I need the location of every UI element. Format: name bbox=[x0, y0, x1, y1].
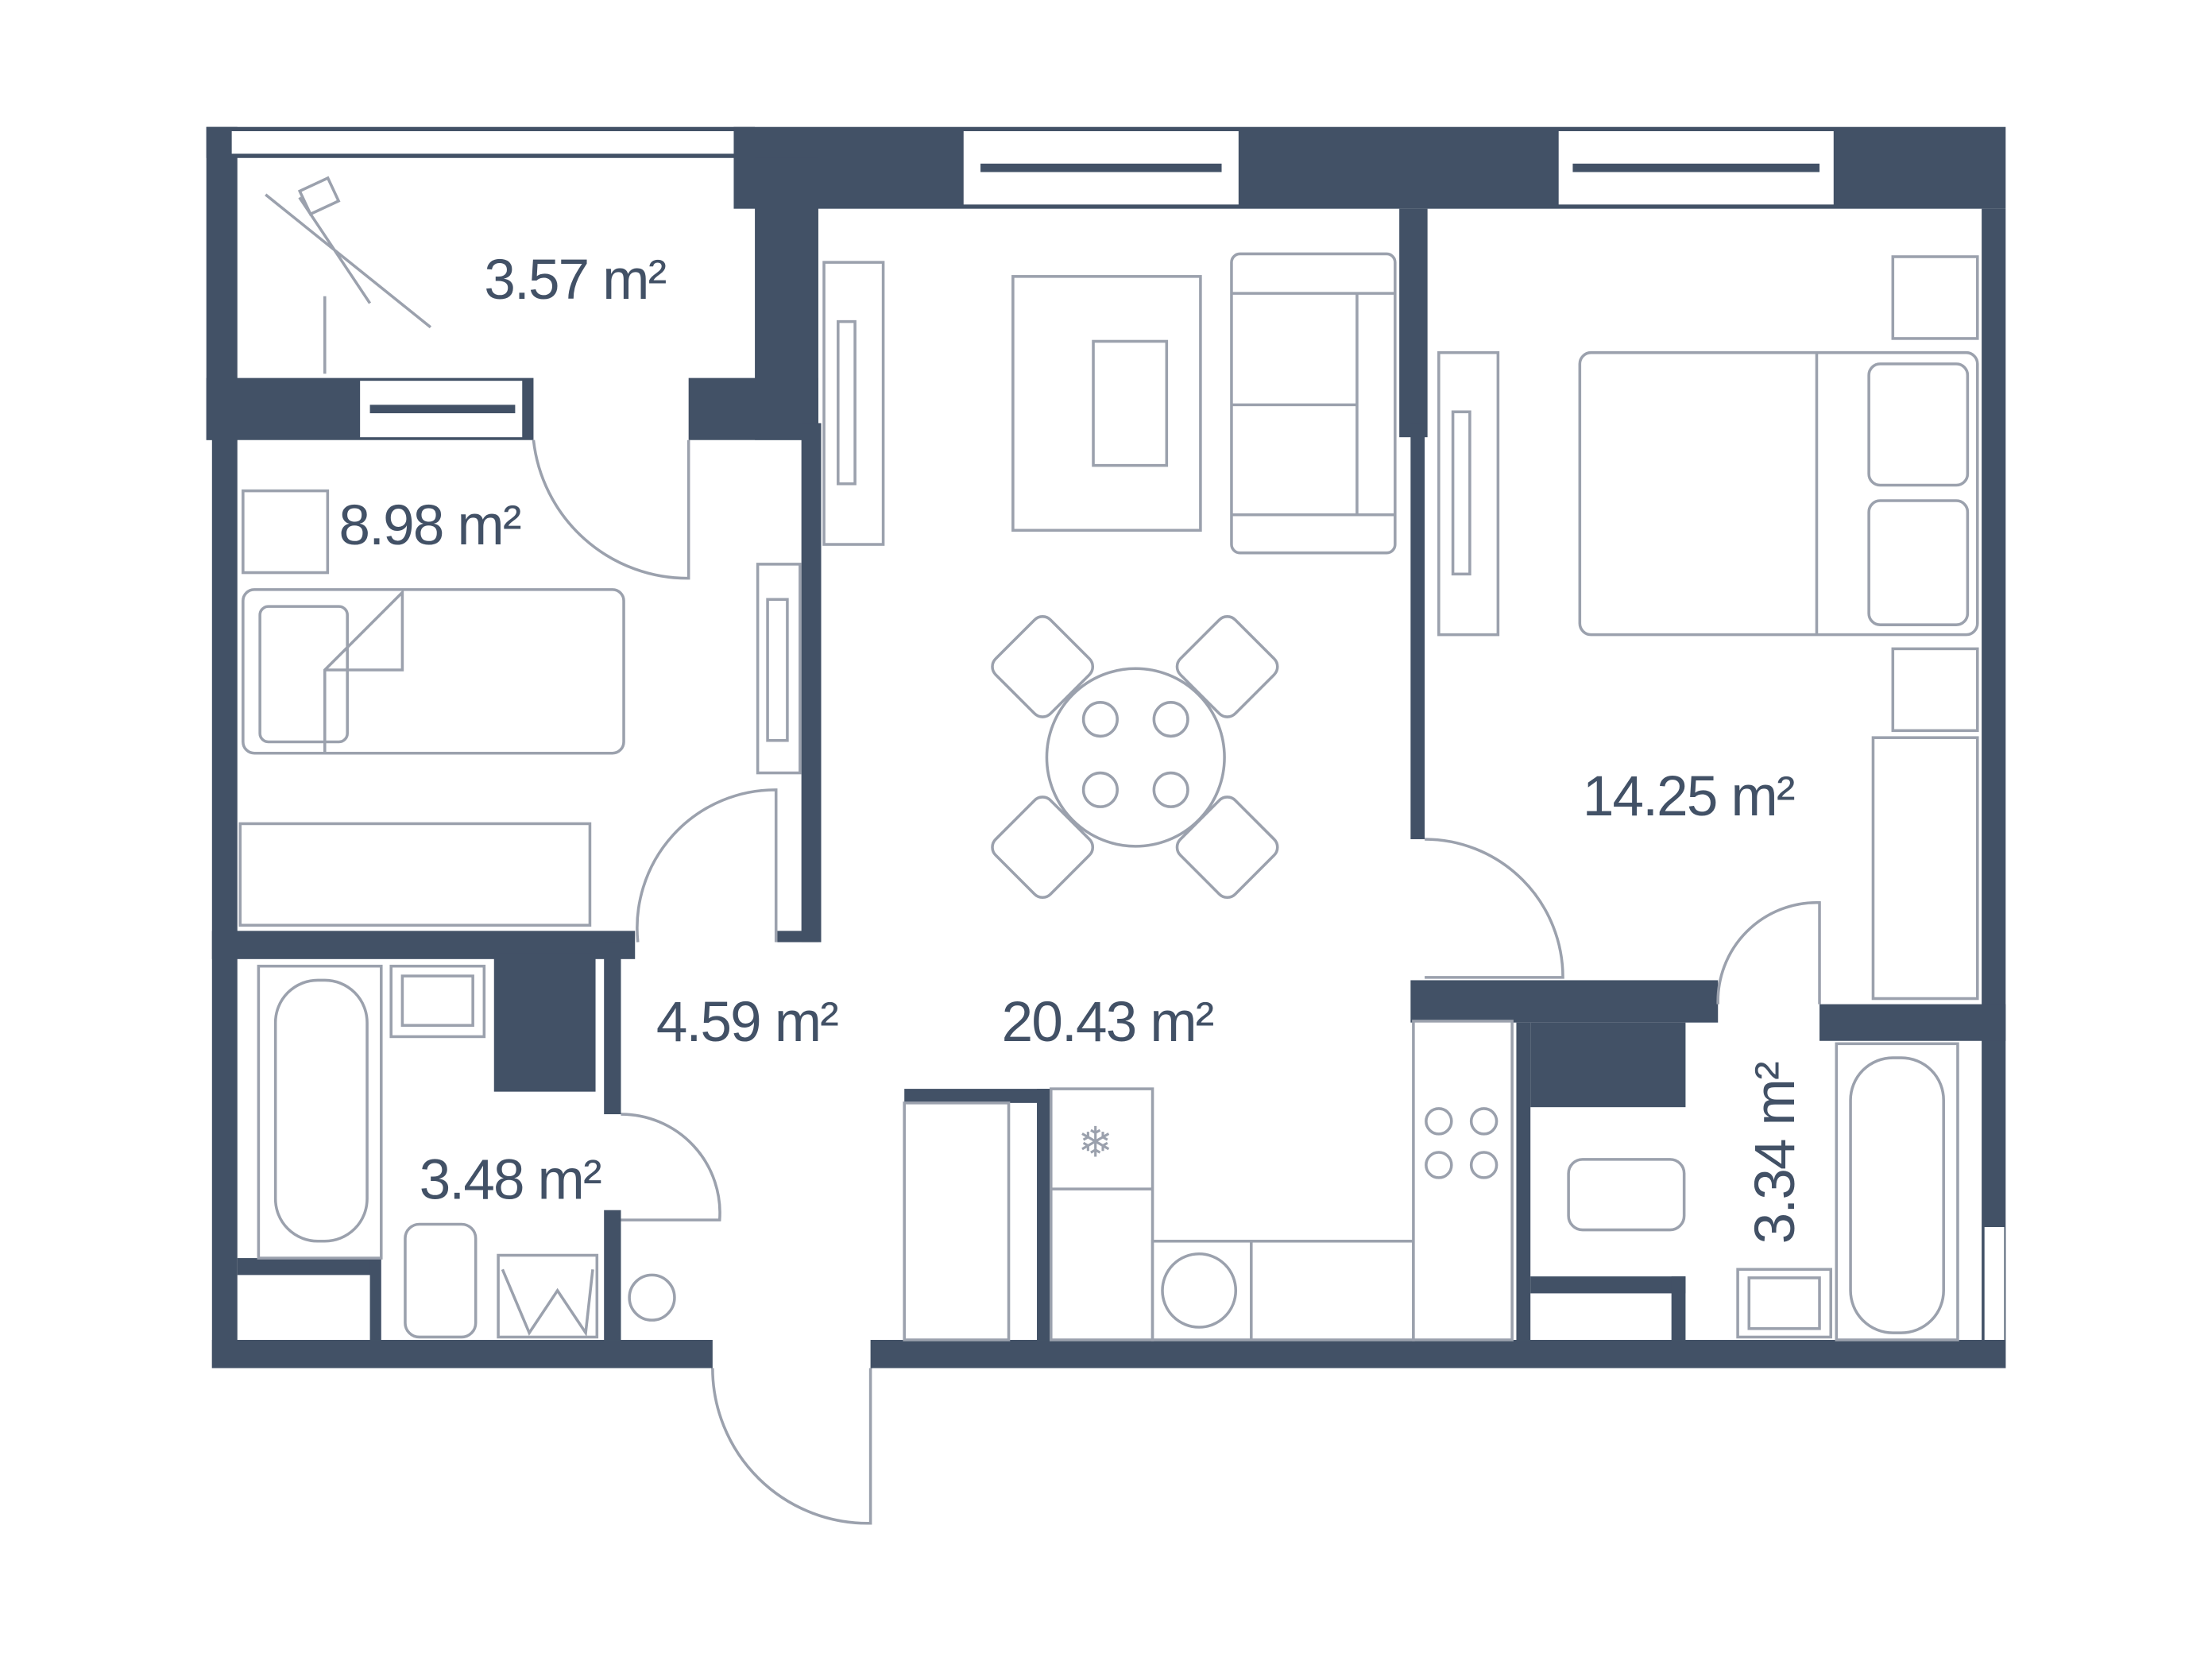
furniture: ❄ bbox=[238, 176, 1979, 1341]
coffee-table bbox=[1092, 339, 1169, 467]
balcony-area-label: 3.57 m² bbox=[484, 249, 666, 312]
stove bbox=[1412, 1020, 1514, 1341]
doors bbox=[532, 439, 1821, 1525]
wardrobe-large bbox=[1871, 736, 1979, 1001]
dining-table bbox=[1045, 667, 1226, 848]
area-labels: 3.57 m² 8.98 m² 20.43 m² 4.59 m² 3.48 m²… bbox=[339, 249, 1808, 1244]
kitchen-counter bbox=[1050, 1087, 1154, 1341]
bathtub-left bbox=[257, 964, 383, 1260]
bedroom-small-area-label: 8.98 m² bbox=[339, 494, 521, 557]
living-area-label: 20.43 m² bbox=[1002, 991, 1214, 1054]
wardrobe-small bbox=[238, 822, 592, 927]
bed-small bbox=[242, 588, 625, 755]
bathtub-right bbox=[1835, 1042, 1959, 1341]
toilet-left bbox=[404, 1222, 478, 1339]
hallway-area-label: 4.59 m² bbox=[656, 991, 838, 1054]
bedroom-large-area-label: 14.25 m² bbox=[1583, 765, 1795, 828]
bathroom-right-area-label: 3.34 m² bbox=[1744, 1062, 1807, 1244]
bathroom-left-area-label: 3.48 m² bbox=[420, 1149, 601, 1212]
bed-large bbox=[1578, 350, 1979, 637]
snowflake-icon: ❄ bbox=[1078, 1119, 1114, 1166]
windows bbox=[231, 131, 2005, 1341]
